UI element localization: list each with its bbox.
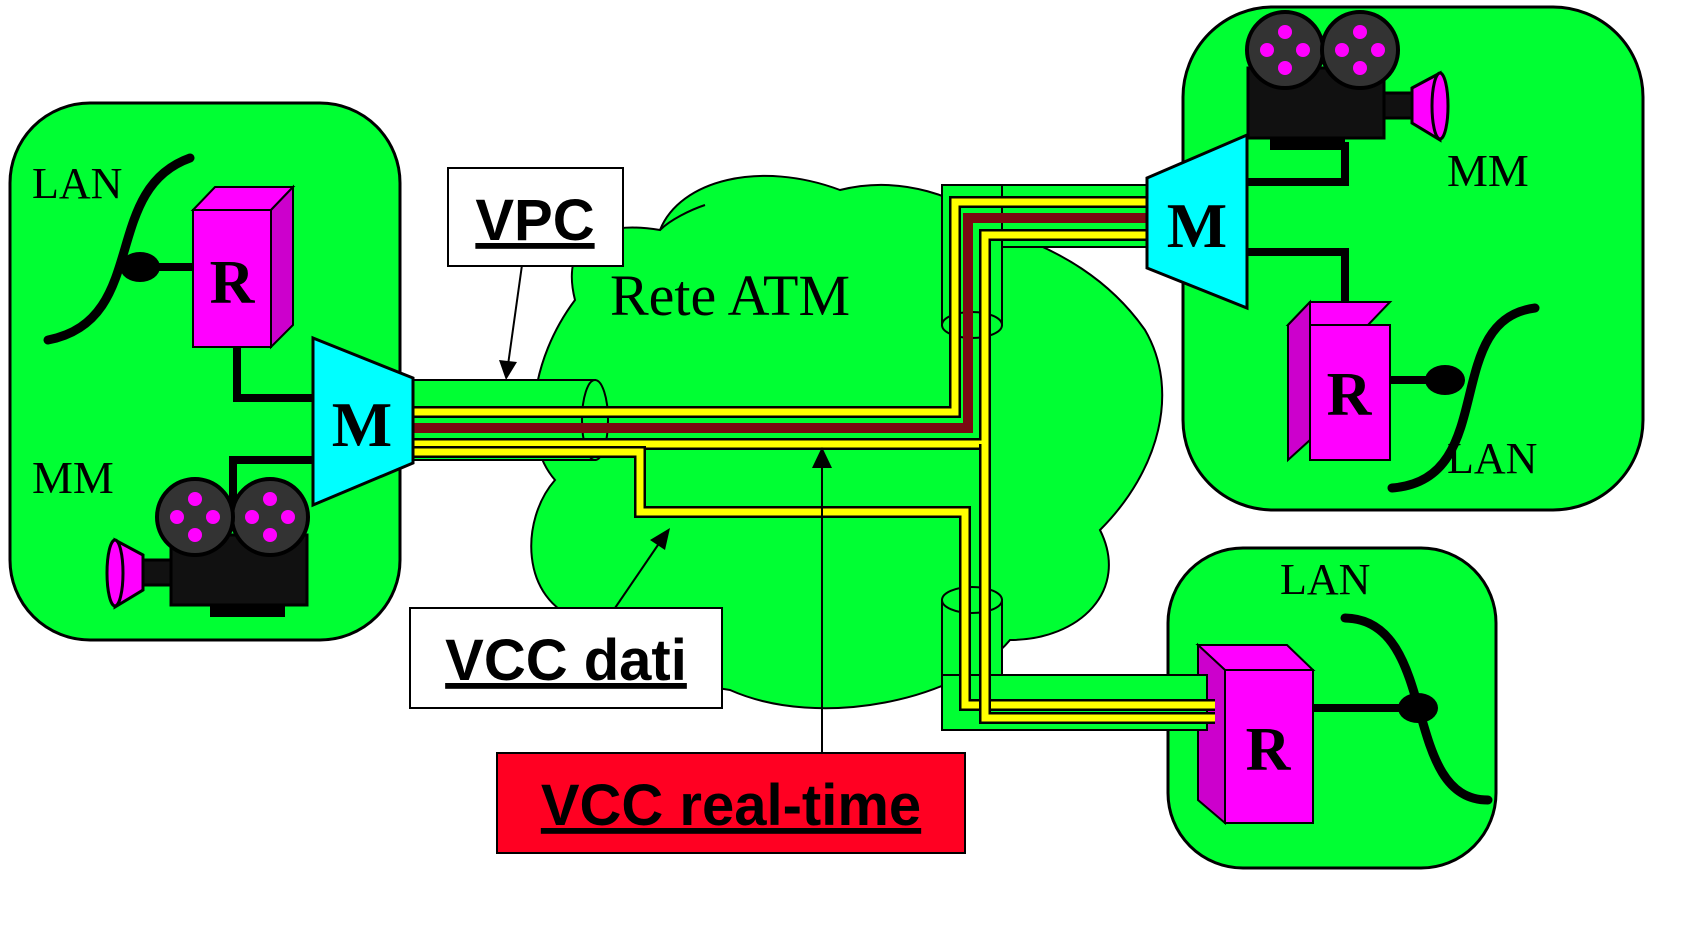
- site-top-right-mux-label: M: [1167, 190, 1227, 261]
- site-left-mux-label: M: [332, 389, 392, 460]
- vcc-data-label: VCC dati: [445, 628, 687, 693]
- site-top-right-router: R: [1288, 302, 1390, 460]
- site-left-router-label: R: [210, 249, 256, 317]
- site-top-right-mux: M: [1147, 135, 1247, 308]
- network-label: Rete ATM: [610, 263, 850, 328]
- site-left-router: R: [193, 187, 293, 347]
- site-top-right-lan-tap: [1425, 365, 1465, 395]
- site-bottom-right-router: R: [1198, 645, 1313, 823]
- site-bottom-right: LAN R: [1168, 548, 1496, 868]
- site-bottom-right-router-label: R: [1246, 716, 1292, 784]
- vcc-realtime-label: VCC real-time: [541, 773, 921, 838]
- vcc-data-callout: VCC dati: [410, 608, 722, 708]
- vpc-arrow-head: [499, 360, 517, 380]
- site-top-right-lan-label: LAN: [1447, 434, 1537, 483]
- site-left-lan-tap: [120, 252, 160, 282]
- vcc-realtime-callout: VCC real-time: [497, 753, 965, 853]
- site-top-right-mm-label: MM: [1447, 145, 1529, 196]
- site-bottom-right-lan-label: LAN: [1280, 555, 1370, 604]
- site-bottom-right-lan-tap: [1398, 693, 1438, 723]
- site-top-right: MM LAN R: [1183, 7, 1643, 510]
- site-left-mm-label: MM: [32, 452, 114, 503]
- site-top-right-router-label: R: [1327, 361, 1373, 429]
- vpc-label: VPC: [475, 188, 594, 253]
- vpc-callout: VPC: [448, 168, 623, 266]
- site-left-lan-label: LAN: [32, 159, 122, 208]
